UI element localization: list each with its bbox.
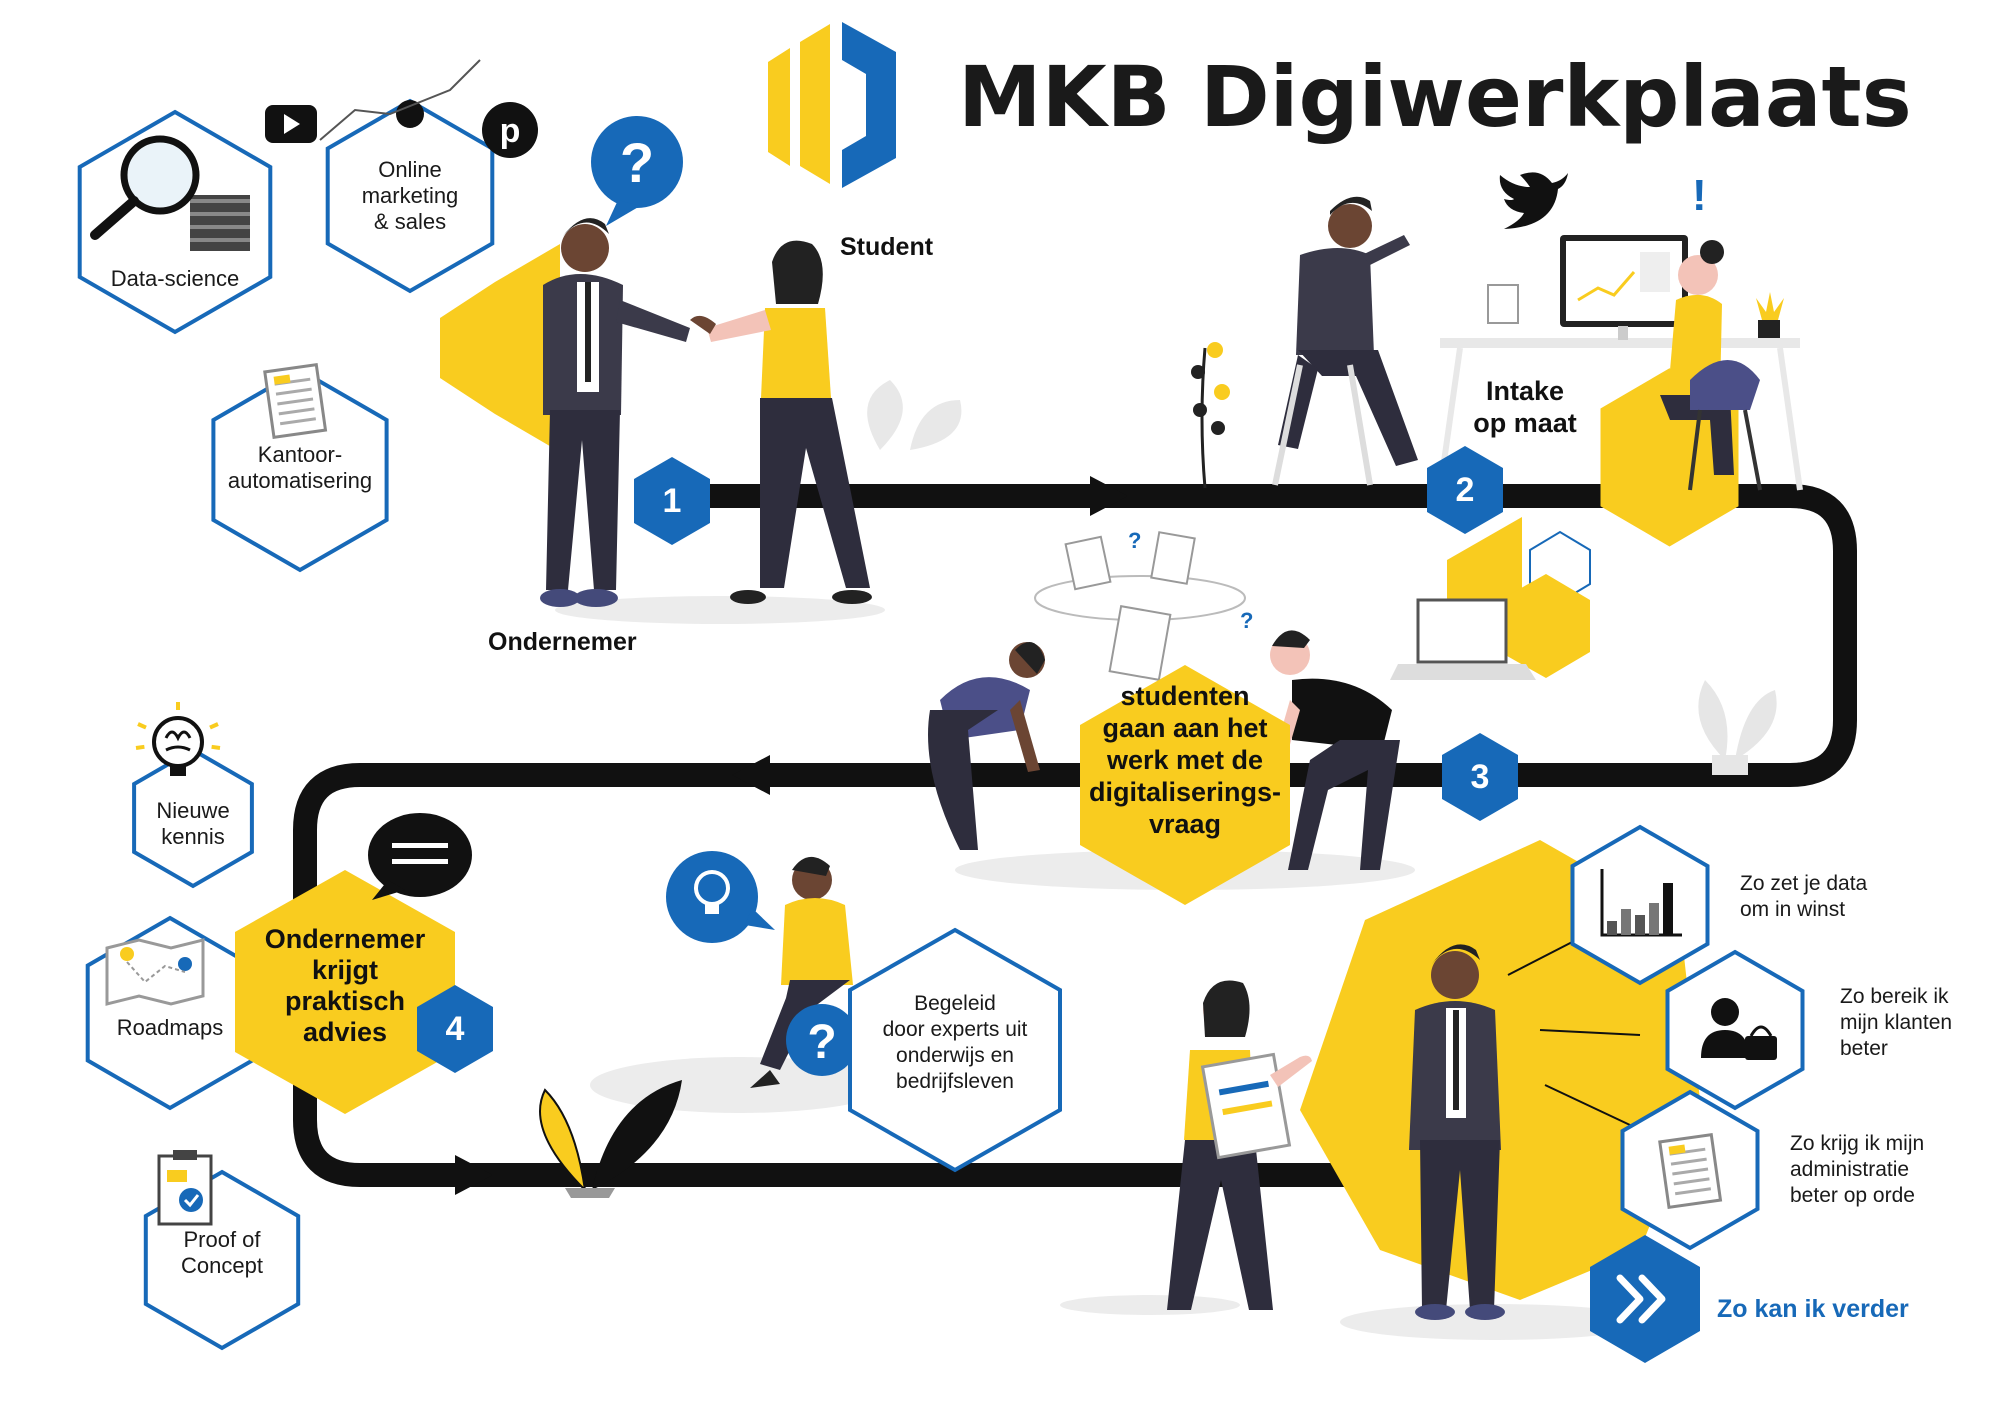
social-media-icon: p [265, 59, 538, 158]
entrepreneur-student-handshake-illustration: ? [540, 116, 962, 607]
topic-office-automation-label: automatisering [228, 468, 372, 493]
brand-logo [768, 22, 896, 188]
deliverable-new-knowledge-label: kennis [161, 824, 225, 849]
students-lifting-illustration: ? ? [928, 528, 1777, 870]
step-number: 1 [663, 482, 682, 520]
topic-office-automation: Kantoor-automatisering [211, 362, 389, 573]
arrow-left-icon [732, 755, 770, 795]
svg-text:p: p [500, 112, 521, 150]
page-title: MKB Digiwerkplaats [958, 48, 1912, 146]
student-label: Student [840, 233, 934, 261]
brain-lightbulb-icon [135, 702, 221, 776]
step-number: 2 [1456, 471, 1475, 509]
step-2-label: Intake op maat [1473, 376, 1577, 438]
outcome-data-to-profit: Zo zet je data om in winst [1570, 824, 1868, 986]
outcome-data-to-profit-label: om in winst [1740, 898, 1845, 921]
topic-online-marketing-label: Online [378, 157, 442, 182]
step-1-badge: 1 [634, 457, 710, 545]
outcome-administration-label: administratie [1790, 1158, 1909, 1181]
document-icon [263, 362, 328, 439]
expert-guidance-illustration: ? [539, 851, 858, 1198]
step-4-badge: 4 [417, 985, 493, 1073]
svg-text:digitaliserings-: digitaliserings- [1089, 777, 1281, 807]
question-mark-icon: ? [620, 131, 654, 194]
svg-text:krijgt: krijgt [312, 955, 378, 985]
intake-illustration: ! [1191, 171, 1803, 491]
bar-chart-icon [1600, 869, 1682, 937]
svg-text:praktisch: praktisch [285, 986, 405, 1016]
svg-text:werk met de: werk met de [1106, 745, 1263, 775]
deliverable-roadmaps-label: Roadmaps [117, 1015, 223, 1040]
twitter-bird-icon [1499, 172, 1568, 229]
svg-text:bedrijfsleven: bedrijfsleven [896, 1070, 1014, 1093]
deliverable-proof-of-concept-label: Proof of [183, 1227, 261, 1252]
step-number: 3 [1471, 758, 1490, 796]
svg-text:advies: advies [303, 1017, 387, 1047]
svg-text:onderwijs en: onderwijs en [896, 1044, 1014, 1067]
entrepreneur-label: Ondernemer [488, 628, 637, 656]
svg-text:Ondernemer: Ondernemer [265, 924, 426, 954]
outcome-administration-label: Zo krijg ik mijn [1790, 1132, 1924, 1155]
outcome-reach-customers-label: mijn klanten [1840, 1011, 1952, 1034]
deliverable-new-knowledge-label: Nieuwe [156, 798, 229, 823]
step-4-hexagon: Ondernemer krijgt praktisch advies [235, 870, 455, 1114]
step-2-badge: 2 [1427, 446, 1503, 534]
outcome-reach-customers-label: Zo bereik ik [1840, 985, 1949, 1008]
svg-text:Intake: Intake [1486, 376, 1564, 406]
customer-basket-icon [1701, 998, 1777, 1060]
topic-data-science: Data-science [77, 109, 273, 335]
svg-text:gaan aan het: gaan aan het [1102, 713, 1267, 743]
topic-online-marketing-label: marketing [362, 183, 459, 208]
arrow-right-icon [1090, 476, 1128, 516]
map-icon [105, 938, 205, 1006]
exclamation-icon: ! [1692, 171, 1707, 220]
step-number: 4 [446, 1010, 465, 1048]
yellow-hexagon [440, 244, 560, 452]
svg-text:Begeleid: Begeleid [914, 992, 996, 1015]
guidance-hexagon: Begeleid door experts uit onderwijs en b… [848, 927, 1062, 1173]
topic-online-marketing-label: & sales [374, 209, 446, 234]
step-3-hexagon: studenten gaan aan het werk met de digit… [1080, 665, 1290, 905]
topic-office-automation-label: Kantoor- [258, 442, 342, 467]
topic-data-science-label: Data-science [111, 266, 239, 291]
outcome-administration: Zo krijg ik mijn administratie beter op or… [1620, 1089, 1924, 1251]
svg-text:vraag: vraag [1149, 809, 1221, 839]
arrow-right-icon [455, 1155, 493, 1195]
outcome-administration-label: beter op orde [1790, 1184, 1915, 1207]
speech-bubble-icon [368, 813, 472, 900]
svg-text:op maat: op maat [1473, 408, 1577, 438]
continue-label: Zo kan ik verder [1717, 1295, 1909, 1323]
continue-button[interactable]: Zo kan ik verder [1590, 1235, 1909, 1363]
clipboard-check-icon [157, 1150, 213, 1226]
outcome-data-to-profit-label: Zo zet je data [1740, 872, 1868, 895]
outcome-reach-customers: Zo bereik ik mijn klanten beter [1665, 949, 1952, 1111]
step-3-badge: 3 [1442, 733, 1518, 821]
svg-text:studenten: studenten [1120, 681, 1249, 711]
process-path [293, 484, 1857, 1187]
svg-text:?: ? [1240, 608, 1253, 633]
svg-text:door experts uit: door experts uit [883, 1018, 1028, 1041]
double-chevron-icon [1616, 1274, 1666, 1324]
question-mark-icon: ? [807, 1016, 836, 1069]
deliverable-proof-of-concept-label: Concept [181, 1253, 263, 1278]
document-icon [1658, 1132, 1723, 1209]
magnifier-server-icon [90, 135, 250, 251]
outcome-reach-customers-label: beter [1840, 1037, 1888, 1060]
svg-text:?: ? [1128, 528, 1141, 553]
deliverable-roadmaps: Roadmaps [85, 915, 255, 1111]
